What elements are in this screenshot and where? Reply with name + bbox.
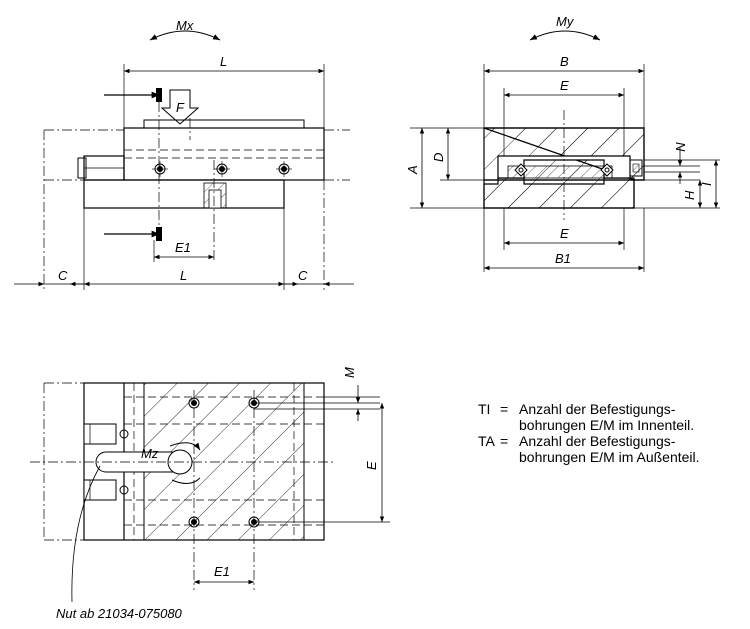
legend: TI = Anzahl der Befestigungs- bohrungen … — [478, 401, 743, 465]
legend-abbr: TI — [478, 401, 491, 417]
legend-entry-ti: TI = Anzahl der Befestigungs- bohrungen … — [478, 401, 743, 433]
top-view — [30, 382, 390, 603]
label-e1-front: E1 — [175, 240, 191, 255]
legend-text: Anzahl der Befestigungs- bohrungen E/M i… — [519, 433, 743, 465]
label-n: N — [673, 142, 688, 152]
label-c-right: C — [298, 268, 308, 283]
force-arrow — [160, 89, 200, 125]
legend-entry-ta: TA = Anzahl der Befestigungs- bohrungen … — [478, 433, 743, 465]
legend-text-line1: Anzahl der Befestigungs- — [519, 433, 676, 449]
label-mx: Mx — [176, 18, 194, 33]
label-b: B — [560, 54, 569, 69]
label-i: I — [699, 182, 714, 186]
label-mz: Mz — [141, 446, 159, 461]
legend-text-line2: bohrungen E/M im Außenteil. — [519, 449, 700, 465]
label-e-bottom: E — [560, 226, 569, 241]
front-holes — [152, 161, 292, 177]
my-rotation-arrow — [529, 30, 601, 41]
label-c-left: C — [58, 268, 68, 283]
label-force: F — [176, 100, 185, 115]
legend-text-line2: bohrungen E/M im Innenteil. — [519, 417, 695, 433]
mx-rotation-arrow — [149, 30, 221, 41]
legend-text-line1: Anzahl der Befestigungs- — [519, 401, 676, 417]
legend-eq: = — [500, 401, 509, 417]
label-b1: B1 — [555, 251, 571, 266]
legend-eq: = — [500, 433, 509, 449]
note-nut: Nut ab 21034-075080 — [56, 606, 183, 621]
label-e-top: E — [560, 78, 569, 93]
mz-rotation-arrow — [169, 442, 201, 451]
note-leader — [71, 465, 101, 603]
label-e1-top-view: E1 — [214, 564, 230, 579]
front-view — [14, 30, 354, 290]
legend-text: Anzahl der Befestigungs- bohrungen E/M i… — [519, 401, 743, 433]
label-m: M — [342, 367, 357, 378]
label-my: My — [556, 14, 575, 29]
label-d: D — [431, 153, 446, 162]
side-view — [410, 30, 720, 272]
label-e-top-view: E — [364, 461, 379, 470]
label-a: A — [405, 165, 420, 175]
legend-abbr: TA — [478, 433, 495, 449]
label-h: H — [682, 190, 697, 200]
label-l-top: L — [220, 54, 227, 69]
label-l-bottom: L — [180, 268, 187, 283]
